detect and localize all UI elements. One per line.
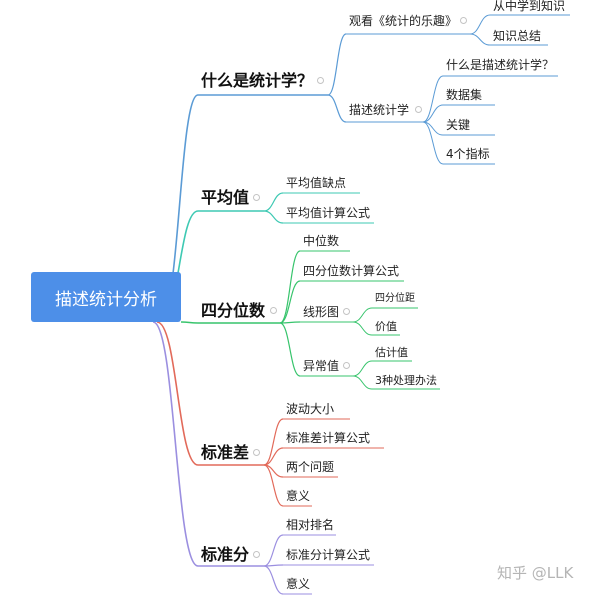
branch-node-std-dev[interactable]: 标准差 (201, 443, 250, 462)
connector-line (469, 14, 491, 35)
branch-node-quartile[interactable]: 四分位数 (201, 301, 266, 320)
branch-node-mean[interactable]: 平均值 (201, 188, 250, 207)
collapse-dot-icon[interactable] (317, 77, 324, 84)
collapse-dot-icon[interactable] (253, 551, 260, 558)
connector-line (327, 94, 347, 123)
leaf-volatility[interactable]: 波动大小 (286, 402, 335, 416)
leaf-learned-knowledge[interactable]: 从中学到知识 (493, 0, 566, 13)
leaf-median[interactable]: 中位数 (303, 234, 340, 248)
subnode-line-chart[interactable]: 线形图 (303, 305, 340, 319)
connector-line (279, 280, 301, 324)
connector-line (352, 375, 373, 390)
subnode-descriptive-statistics[interactable]: 描述统计学 (349, 103, 410, 117)
leaf-key[interactable]: 关键 (446, 118, 471, 132)
connector-line (279, 321, 301, 324)
connector-line (263, 565, 284, 595)
connector-line (352, 360, 373, 377)
collapse-dot-icon[interactable] (460, 17, 467, 24)
leaf-three-methods[interactable]: 3种处理办法 (375, 374, 437, 387)
connector-line (263, 210, 284, 224)
leaf-mean-drawback[interactable]: 平均值缺点 (286, 176, 347, 190)
leaf-iqr[interactable]: 四分位距 (375, 293, 415, 304)
connector-line (352, 307, 373, 323)
connector-line (263, 534, 284, 567)
connector-line (263, 192, 284, 212)
leaf-four-indicators[interactable]: 4个指标 (446, 147, 490, 161)
collapse-dot-icon[interactable] (415, 106, 422, 113)
connector-line (152, 321, 199, 567)
collapse-dot-icon[interactable] (253, 449, 260, 456)
leaf-quartile-formula[interactable]: 四分位数计算公式 (303, 264, 400, 278)
collapse-dot-icon[interactable] (343, 308, 350, 315)
connector-line (263, 447, 284, 466)
connector-line (469, 33, 491, 46)
branch-node-z-score[interactable]: 标准分 (201, 545, 250, 564)
leaf-z-meaning[interactable]: 意义 (286, 577, 311, 591)
connector-line (422, 104, 444, 123)
collapse-dot-icon[interactable] (270, 307, 277, 314)
collapse-dot-icon[interactable] (343, 362, 350, 369)
connector-line (422, 75, 444, 123)
connector-line (327, 33, 347, 96)
leaf-z-formula[interactable]: 标准分计算公式 (286, 548, 371, 562)
connector-line (352, 321, 373, 336)
watermark: 知乎 @LLK (497, 564, 574, 582)
leaf-std-formula[interactable]: 标准差计算公式 (286, 431, 371, 445)
root-node[interactable]: 描述统计分析 (31, 272, 181, 322)
subnode-outliers[interactable]: 异常值 (303, 359, 340, 373)
connector-line (180, 321, 199, 324)
leaf-knowledge-summary[interactable]: 知识总结 (493, 29, 542, 43)
leaf-value[interactable]: 价值 (375, 320, 397, 333)
connector-line (263, 464, 284, 507)
connector-line (156, 321, 199, 466)
leaf-dataset[interactable]: 数据集 (446, 88, 483, 102)
leaf-estimate[interactable]: 估计值 (375, 346, 408, 359)
connector-line (279, 322, 301, 377)
leaf-mean-formula[interactable]: 平均值计算公式 (286, 206, 371, 220)
connector-line (279, 250, 301, 324)
connector-line (422, 121, 444, 165)
leaf-what-is-descriptive[interactable]: 什么是描述统计学？ (446, 58, 555, 72)
connector-line (263, 418, 284, 466)
branch-node-what-is-statistics[interactable]: 什么是统计学？ (201, 71, 314, 90)
subnode-watch-book[interactable]: 观看《统计的乐趣》 (349, 14, 458, 28)
leaf-relative-rank[interactable]: 相对排名 (286, 518, 335, 532)
leaf-two-questions[interactable]: 两个问题 (286, 460, 335, 474)
leaf-std-meaning[interactable]: 意义 (286, 489, 311, 503)
collapse-dot-icon[interactable] (253, 194, 260, 201)
